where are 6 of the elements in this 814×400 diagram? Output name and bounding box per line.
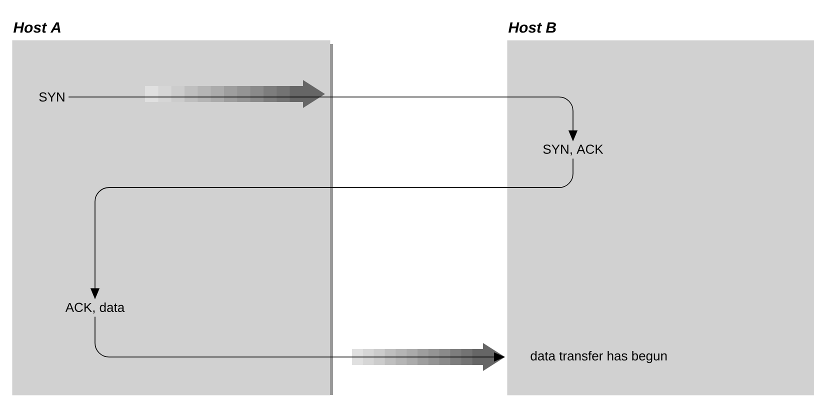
- panel-heading: Host B: [508, 22, 556, 33]
- panel-heading: Host A: [13, 22, 60, 33]
- message-label: ACK, data: [65, 302, 125, 314]
- message-label: SYN: [39, 92, 64, 102]
- message-label: data transfer has begun: [530, 350, 667, 364]
- message-label: SYN, ACK: [543, 144, 604, 156]
